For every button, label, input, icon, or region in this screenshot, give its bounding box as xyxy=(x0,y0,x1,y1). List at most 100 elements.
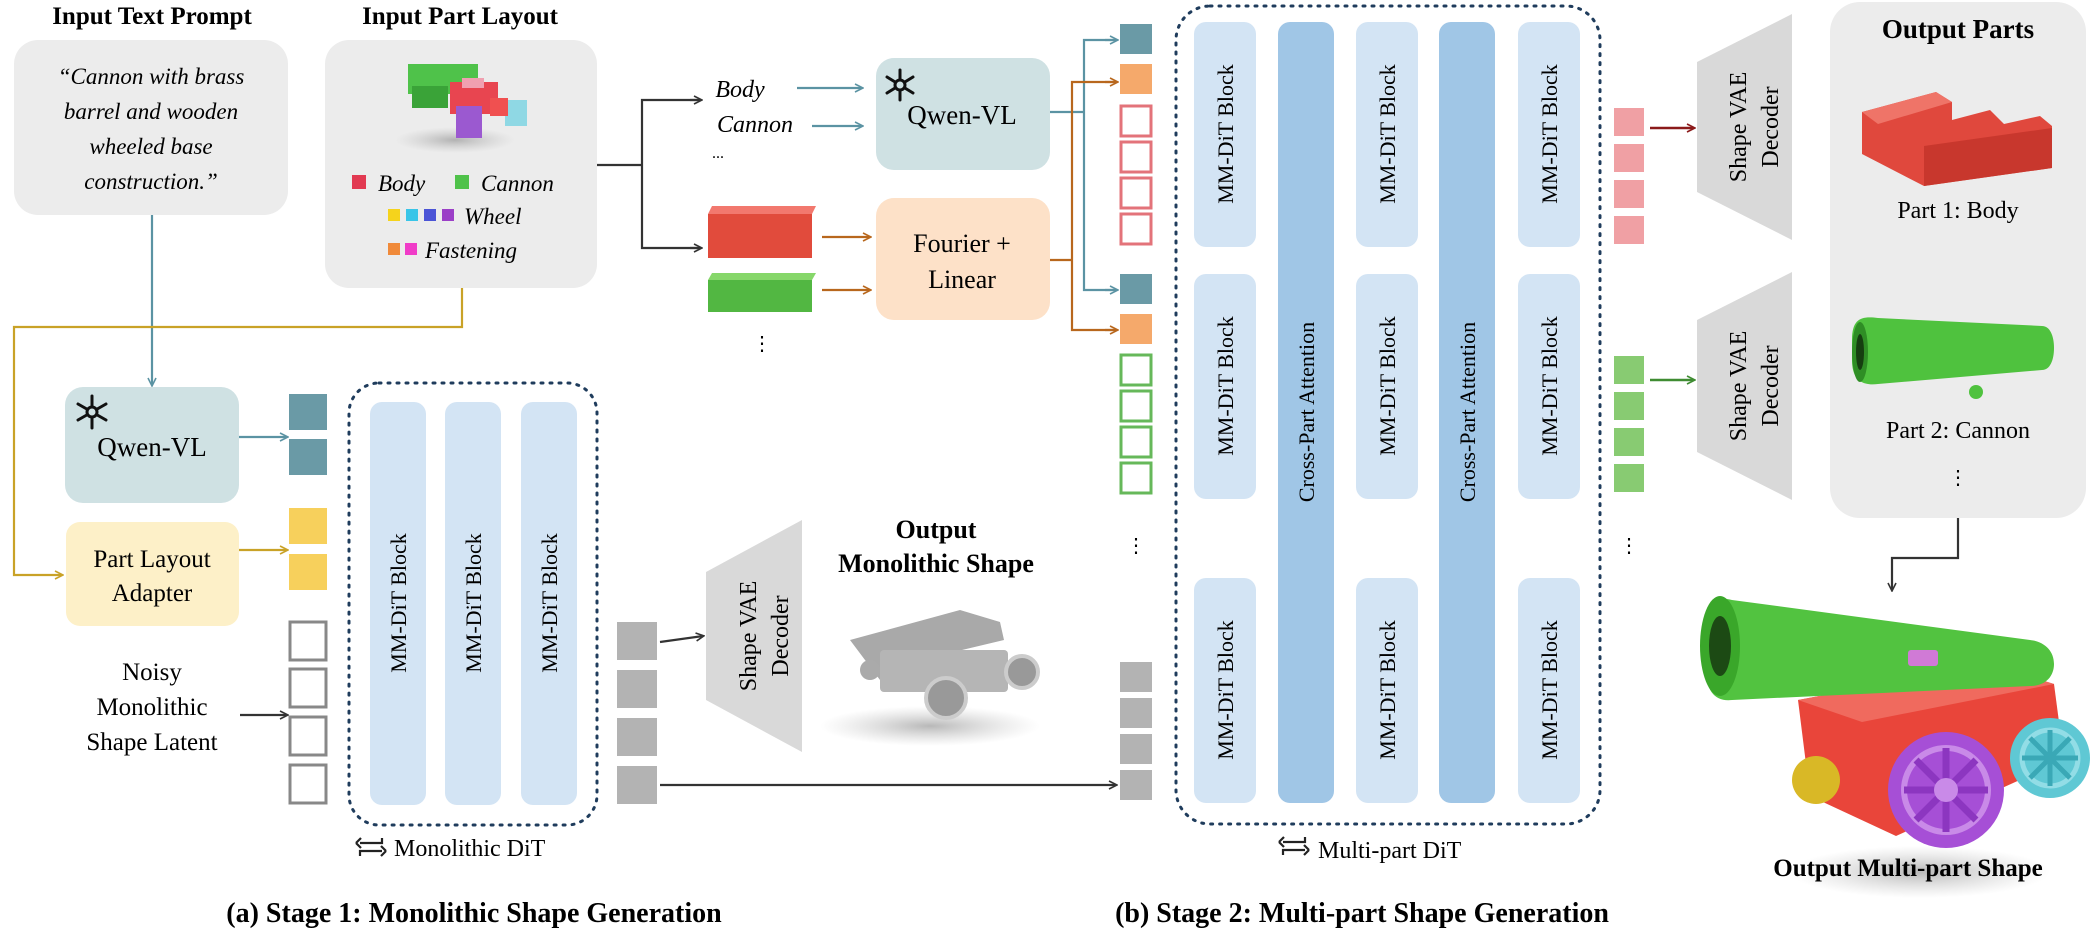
legend-cannon-swatch xyxy=(455,175,469,189)
cross-part-attention xyxy=(1278,22,1334,803)
stage1-caption: (a) Stage 1: Monolithic Shape Generation xyxy=(226,898,722,929)
legend-wheel: Wheel xyxy=(464,204,521,229)
mmdit-block-label: MM-DiT Block xyxy=(1537,64,1562,204)
stage2-qwen-label: Qwen-VL xyxy=(907,100,1016,130)
stage2-monolithic-tokens xyxy=(1120,662,1152,800)
layout-to-stage2-line xyxy=(597,98,700,250)
stage1-qwen-box xyxy=(65,387,239,503)
input-layout-box xyxy=(325,40,597,288)
mmdit-block xyxy=(1356,22,1418,247)
part2-latent-tokens xyxy=(1119,353,1153,495)
token-column-ellipsis: ⋮ xyxy=(1126,535,1146,557)
monolithic-cannon-image xyxy=(820,610,1040,746)
body-box-image xyxy=(708,206,816,258)
qwen-to-part-tokens-lines xyxy=(1050,38,1116,292)
stage2-words-ellipsis: ... xyxy=(712,145,724,162)
input-layout-title: Input Part Layout xyxy=(362,3,559,30)
noisy-latent-tokens xyxy=(288,620,328,805)
mmdit-block-label: MM-DiT Block xyxy=(1537,620,1562,760)
input-text-title: Input Text Prompt xyxy=(52,3,252,30)
mmdit-block xyxy=(1518,22,1580,247)
part2-text-token xyxy=(1120,274,1152,304)
mmdit-block-label: MM-DiT Block xyxy=(1213,316,1238,456)
fourier-to-part-tokens-lines xyxy=(1050,80,1116,332)
input-text-box xyxy=(14,40,288,215)
part2-vae-decoder xyxy=(1697,272,1792,500)
mmdit-block xyxy=(370,402,426,805)
cross-part-attention xyxy=(1439,22,1495,803)
cross-attention-label: Cross-Part Attention xyxy=(1294,322,1319,502)
output-multipart-label: Output Multi-part Shape xyxy=(1773,855,2042,882)
mmdit-block-label: MM-DiT Block xyxy=(1537,316,1562,456)
parts-to-output-arrow xyxy=(1892,518,1960,590)
mmdit-block-label: MM-DiT Block xyxy=(1375,316,1400,456)
stage2-body-word: Body xyxy=(715,77,765,103)
legend-fastening: Fastening xyxy=(424,238,517,263)
cross-attention-label: Cross-Part Attention xyxy=(1455,322,1480,502)
layout-token xyxy=(289,508,327,544)
mmdit-block xyxy=(1518,274,1580,499)
monolithic-dit-frame xyxy=(347,381,599,827)
part1-label: Part 1: Body xyxy=(1897,198,2018,224)
monolithic-dit-label: Monolithic DiT xyxy=(394,836,546,862)
mmdit-block-label: MM-DiT Block xyxy=(537,533,562,673)
tokens-to-vae-arrow xyxy=(659,636,703,644)
output-mono-line-2: Monolithic Shape xyxy=(838,549,1034,578)
monolithic-dit-blocks: MM-DiT Block MM-DiT Block MM-DiT Block xyxy=(370,402,577,805)
noisy-line-1: Noisy xyxy=(122,659,182,686)
noisy-line-2: Monolithic xyxy=(96,694,207,721)
stage1-vae-line-1: Shape VAE xyxy=(736,581,762,691)
prompt-line-4: construction.” xyxy=(84,169,218,194)
output-tokens-ellipsis: ⋮ xyxy=(1619,535,1639,557)
part2-label: Part 2: Cannon xyxy=(1886,418,2030,444)
multipart-dit-frame xyxy=(1174,4,1602,826)
stage1-vae-decoder xyxy=(706,520,802,752)
loop-icon xyxy=(355,837,387,857)
cannon-box-image xyxy=(708,273,816,312)
multipart-dit-blocks xyxy=(1194,22,1580,803)
multipart-dit-label: Multi-part DiT xyxy=(1318,838,1462,864)
stage2-qwen-box xyxy=(876,58,1050,170)
part1-latent-tokens xyxy=(1119,104,1153,246)
mmdit-block xyxy=(1194,274,1256,499)
legend-body: Body xyxy=(378,171,426,196)
part-layout-adapter-box xyxy=(66,522,239,626)
stage1-vae-line-2: Decoder xyxy=(768,595,794,676)
stage2-cannon-word: Cannon xyxy=(717,112,793,138)
mmdit-block xyxy=(1518,578,1580,803)
mmdit-block-label: MM-DiT Block xyxy=(1213,64,1238,204)
part1-body-image xyxy=(1862,92,2052,186)
mmdit-block-label: MM-DiT Block xyxy=(1375,620,1400,760)
part1-text-token xyxy=(1120,24,1152,54)
legend-fastening-swatch-1 xyxy=(388,243,400,255)
prompt-line-3: wheeled base xyxy=(89,134,212,159)
part2-output-tokens xyxy=(1614,356,1644,492)
multipart-cannon-image xyxy=(1700,596,2090,898)
mmdit-block-label: MM-DiT Block xyxy=(1375,64,1400,204)
part1-vae-line-1: Shape VAE xyxy=(1726,72,1752,182)
mmdit-block-label: MM-DiT Block xyxy=(461,533,486,673)
noisy-line-3: Shape Latent xyxy=(86,729,217,756)
snowflake-icon xyxy=(885,68,915,102)
legend-body-swatch xyxy=(352,175,366,189)
layout-token xyxy=(289,554,327,590)
legend-wheel-swatches xyxy=(388,209,454,221)
mmdit-block xyxy=(1356,274,1418,499)
fourier-line-2: Linear xyxy=(928,265,996,294)
output-mono-line-1: Output xyxy=(896,515,977,544)
part1-layout-token xyxy=(1120,64,1152,94)
monolithic-output-tokens xyxy=(617,622,657,804)
mmdit-block xyxy=(445,402,501,805)
layout-to-adapter-line xyxy=(12,288,464,575)
adapter-line-2: Adapter xyxy=(112,580,193,607)
parts-ellipsis: ⋮ xyxy=(1948,467,1968,489)
fourier-linear-box xyxy=(876,198,1050,320)
text-token xyxy=(289,439,327,475)
part2-vae-line-2: Decoder xyxy=(1758,345,1784,426)
fourier-line-1: Fourier + xyxy=(913,229,1011,258)
legend-fastening-swatch-2 xyxy=(405,243,417,255)
output-parts-title: Output Parts xyxy=(1882,14,2034,44)
text-token xyxy=(289,394,327,430)
mmdit-block-label: MM-DiT Block xyxy=(1213,620,1238,760)
